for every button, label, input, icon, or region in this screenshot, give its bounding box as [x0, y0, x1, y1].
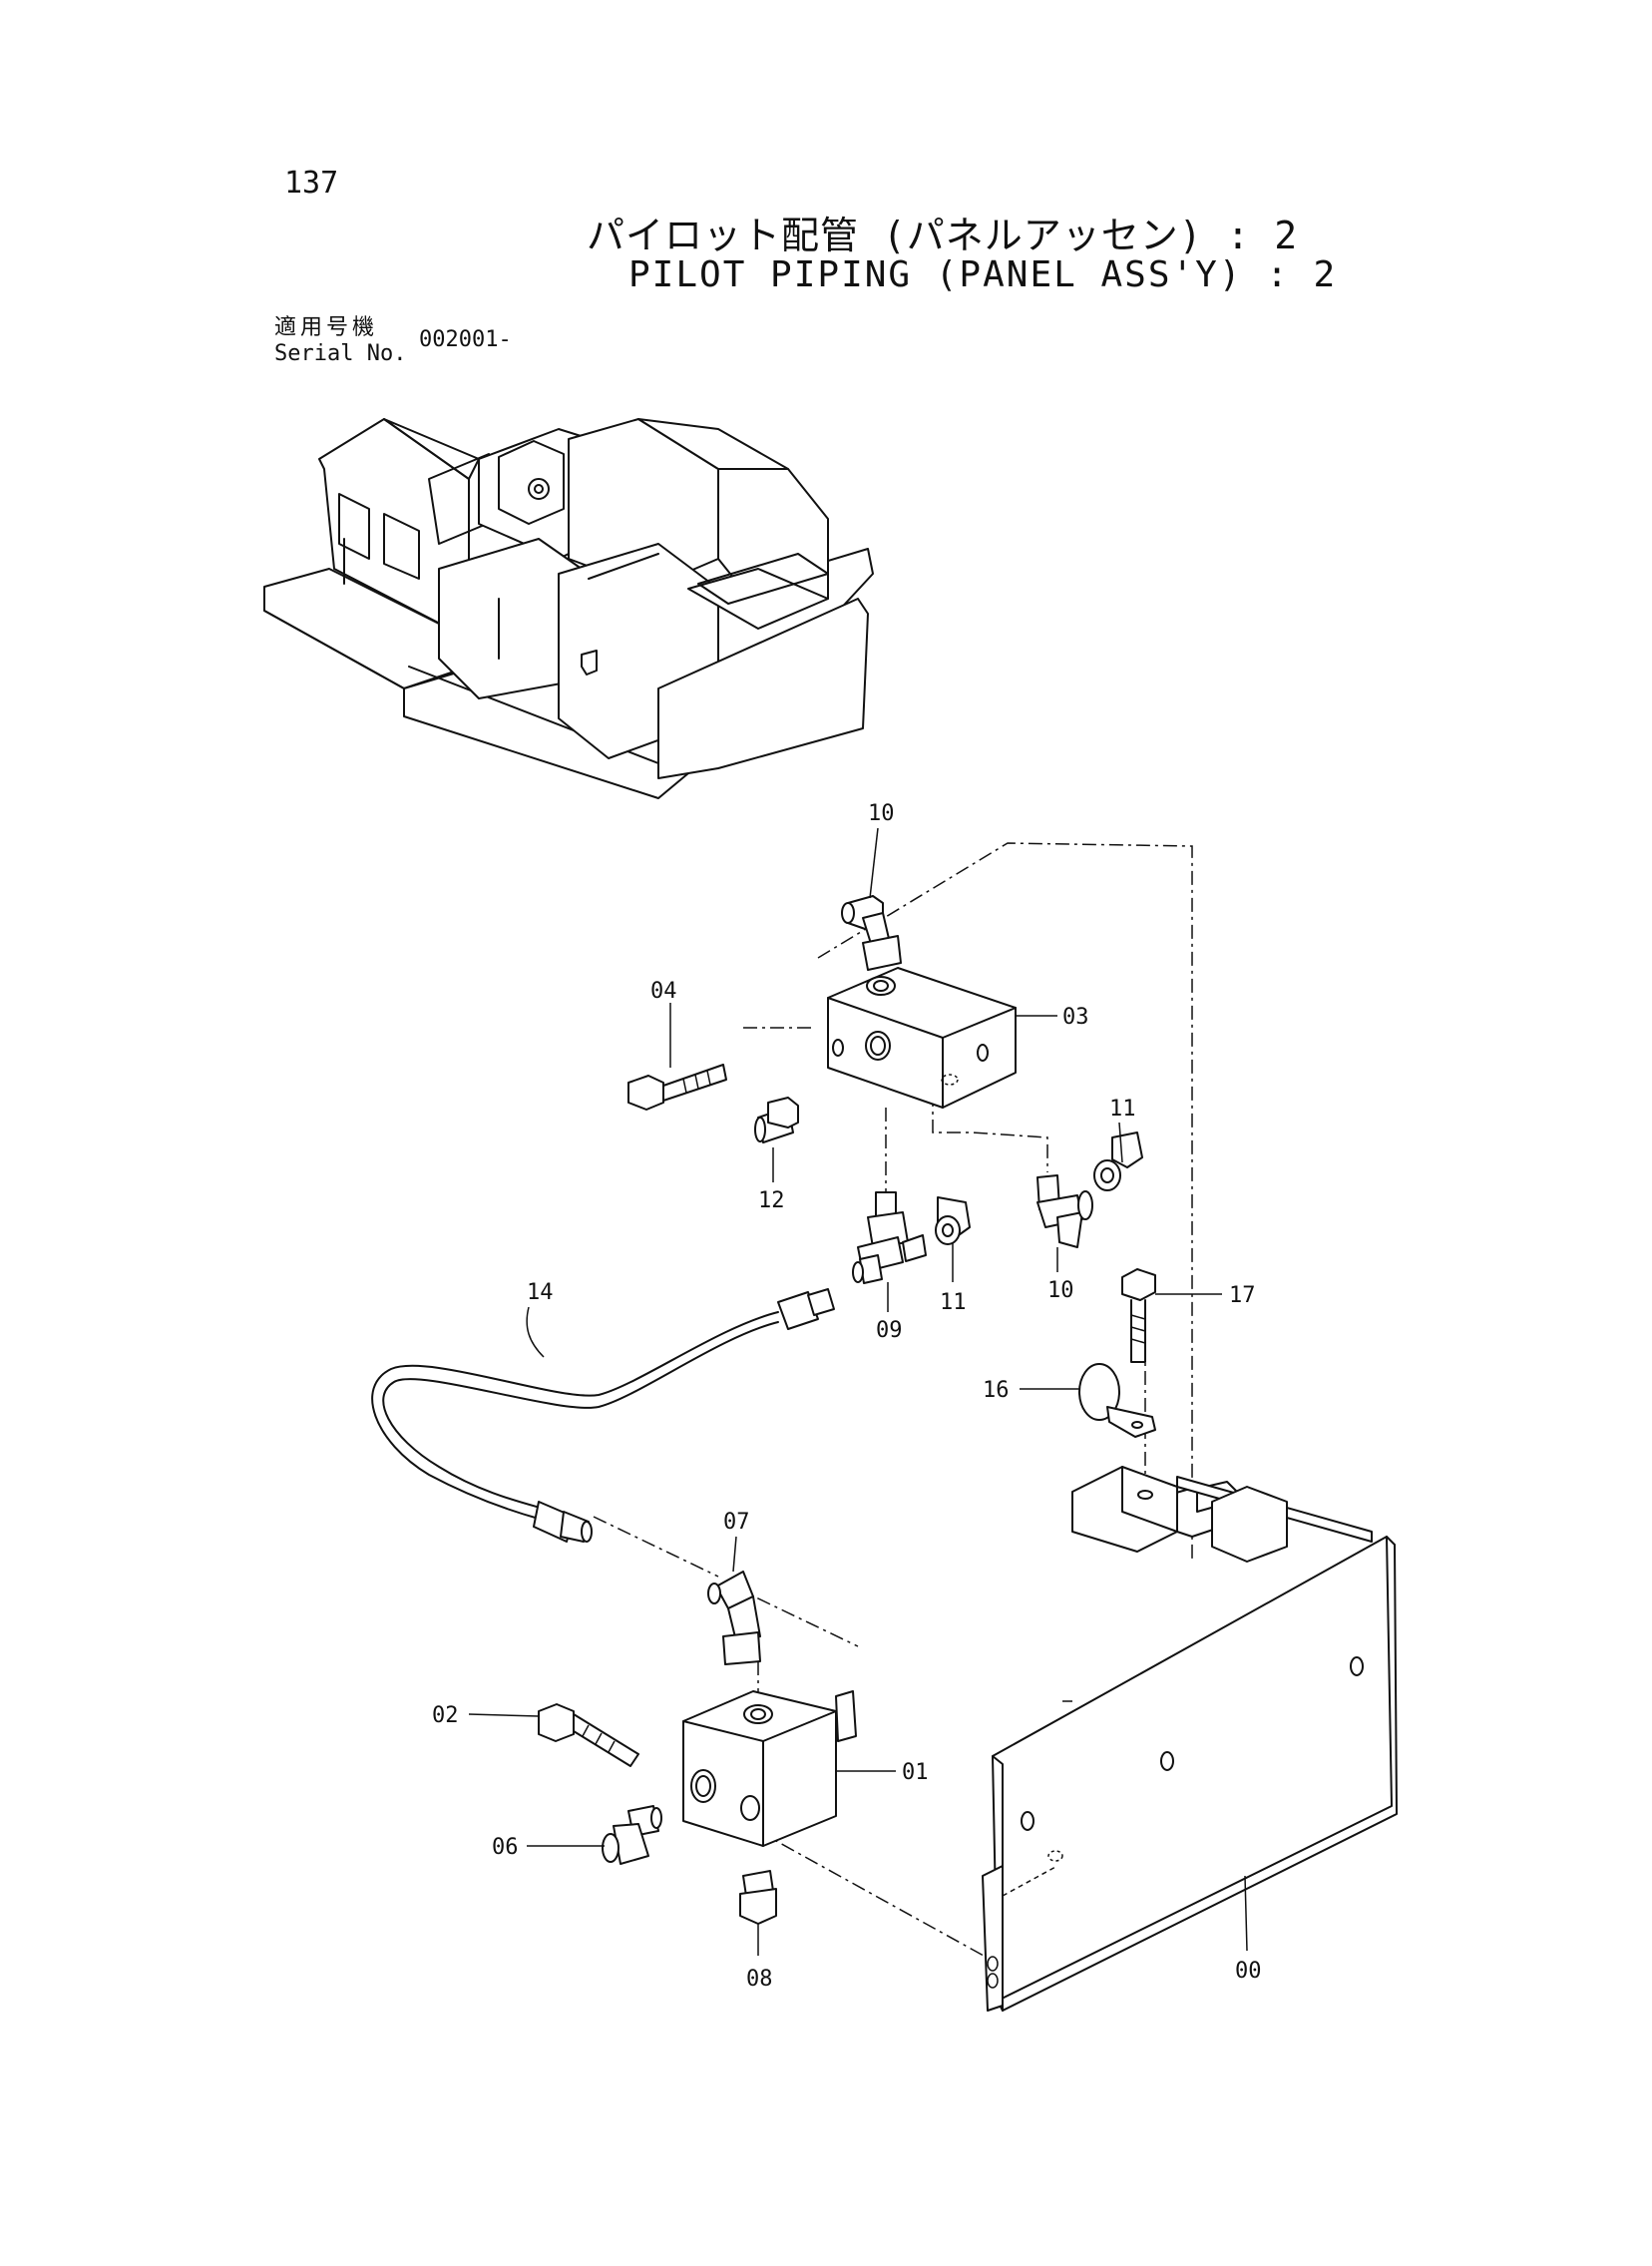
part-10-elbow-lower — [1036, 1174, 1093, 1248]
callout-07: 07 — [723, 1510, 750, 1535]
part-07-elbow — [707, 1571, 761, 1665]
part-03-valve-block — [827, 967, 1017, 1109]
callout-11-upper: 11 — [1109, 1097, 1136, 1122]
part-02-bolt — [538, 1703, 639, 1767]
callout-09: 09 — [876, 1318, 903, 1343]
callout-02: 02 — [432, 1703, 459, 1728]
callout-08: 08 — [746, 1967, 773, 1992]
part-12-adapter — [754, 1097, 799, 1143]
callout-16: 16 — [983, 1378, 1010, 1403]
part-10-elbow-top — [841, 895, 902, 971]
serial-label-english: Serial No. — [274, 341, 407, 366]
callout-03: 03 — [1062, 1005, 1089, 1030]
part-11-elbow-upper — [1093, 1132, 1143, 1191]
callout-14: 14 — [527, 1280, 554, 1305]
callout-17: 17 — [1229, 1283, 1256, 1308]
leader-lines — [468, 827, 1248, 1956]
part-08-plug — [739, 1870, 777, 1925]
callout-labels: 10 03 04 11 12 11 10 09 17 14 16 07 02 0… — [432, 801, 1262, 1992]
page-number: 137 — [284, 166, 339, 201]
part-11-elbow-lower — [935, 1196, 971, 1245]
part-00-panel-plate — [982, 1476, 1398, 2012]
part-06-elbow — [602, 1805, 662, 1865]
part-09-tee-fitting — [852, 1191, 927, 1284]
callout-04: 04 — [650, 979, 677, 1004]
part-01-valve-block — [682, 1690, 857, 1847]
callout-00: 00 — [1235, 1959, 1262, 1984]
part-16-clamp — [1078, 1363, 1156, 1438]
serial-number-value: 002001- — [419, 327, 512, 352]
machine-locator-view — [263, 418, 874, 799]
callout-10-lower: 10 — [1047, 1278, 1074, 1303]
part-04-bolt — [627, 1064, 727, 1111]
mounting-bracket — [1071, 1466, 1178, 1553]
part-17-bolt — [1121, 1268, 1156, 1363]
callout-11-lower: 11 — [940, 1290, 967, 1315]
part-14-hose — [371, 1288, 835, 1543]
callout-01: 01 — [902, 1760, 929, 1785]
callout-12: 12 — [758, 1188, 785, 1213]
serial-label-japanese: 適用号機 — [274, 315, 379, 340]
callout-10-top: 10 — [868, 801, 895, 826]
title-japanese: パイロット配管 (パネルアッセン) : 2 — [587, 214, 1299, 257]
title-english: PILOT PIPING (PANEL ASS'Y) : 2 — [628, 254, 1338, 295]
callout-06: 06 — [492, 1835, 519, 1860]
